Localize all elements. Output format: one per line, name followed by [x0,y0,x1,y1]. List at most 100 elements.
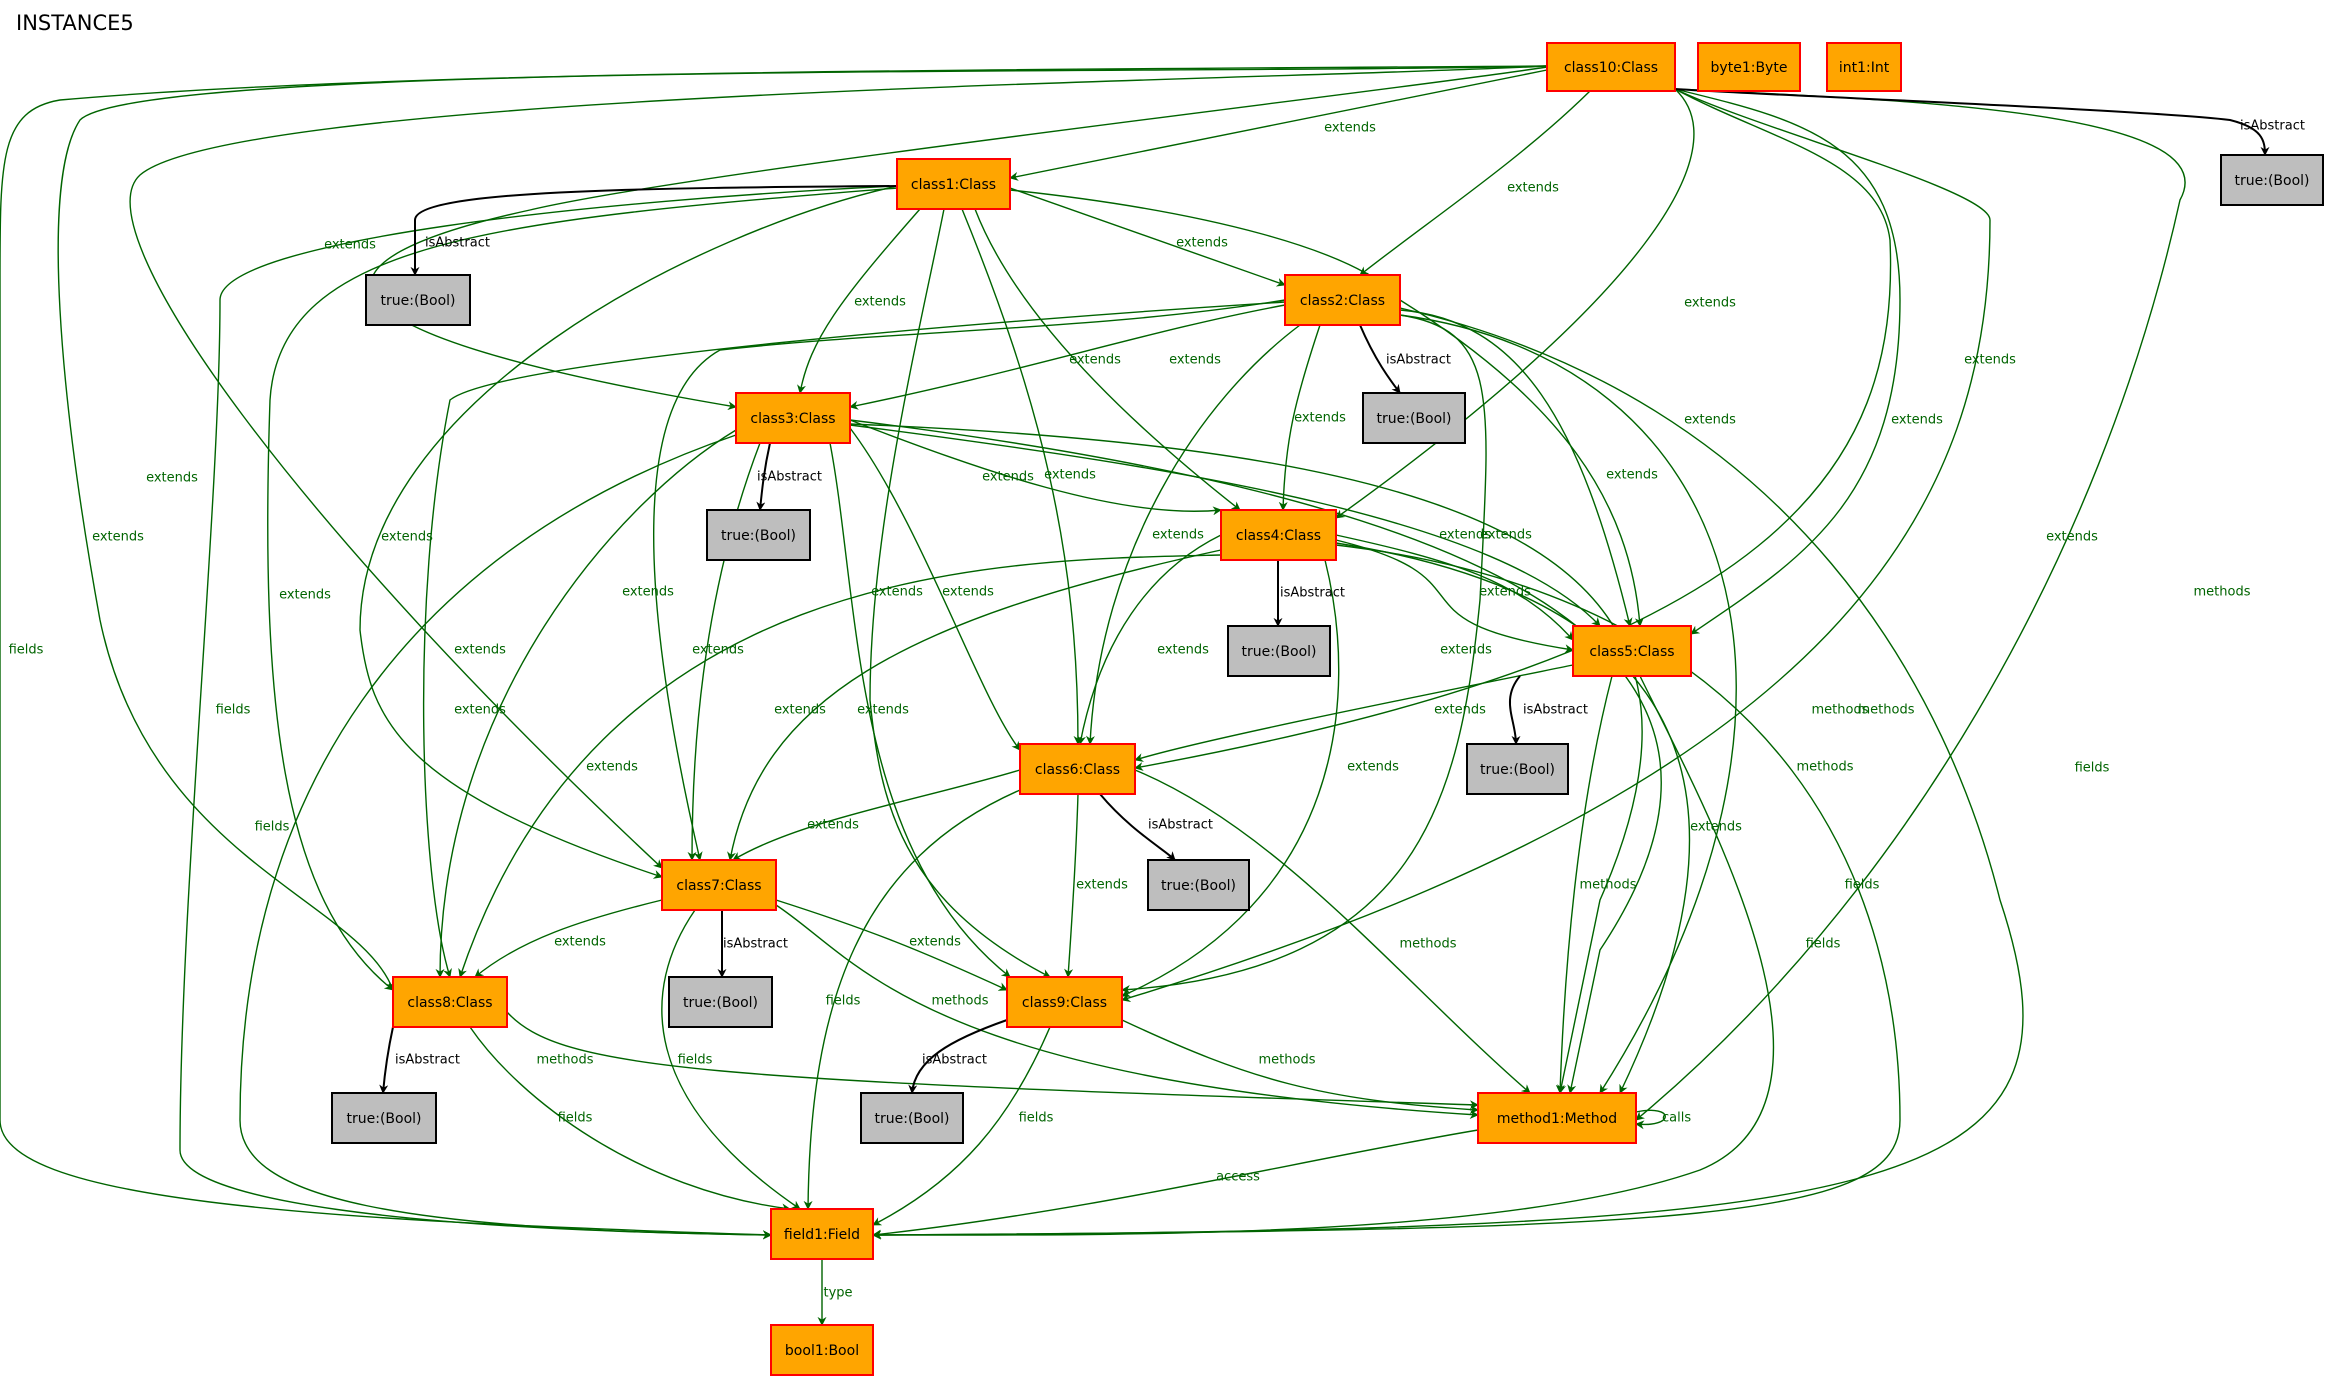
extends-edge-label: extends [807,818,859,833]
extends-edge-label: extends [324,238,376,253]
isabstract-edge-label: isAbstract [1523,703,1588,718]
extends-edge-line [422,301,1286,978]
extends-edge-label: extends [1169,353,1221,368]
extends-edge-label: extends [586,760,638,775]
object-node-class2[interactable]: class2:Class [1284,274,1401,326]
value-node[interactable]: true:(Bool) [1147,859,1250,911]
object-node-class8[interactable]: class8:Class [392,976,508,1028]
extends-edge-label: extends [1480,528,1532,543]
object-node-label: class6:Class [1035,762,1120,778]
value-node-box [1466,743,1569,795]
isabstract-edge-label: isAbstract [1148,818,1213,833]
object-node-int1[interactable]: int1:Int [1826,42,1902,92]
value-node-label: true:(Bool) [1480,762,1555,778]
value-node[interactable]: true:(Bool) [706,509,811,561]
extends-edge-line [1134,88,1892,771]
extends-edge-label: extends [1324,121,1376,136]
object-node-class6[interactable]: class6:Class [1019,743,1136,795]
extends-edge: extends [1674,88,2016,635]
fields-edge: fields [872,544,1901,1240]
object-node-box [1572,625,1692,677]
extends-edge: extends [1121,88,2098,1002]
fields-edge-line [661,909,801,1210]
value-node[interactable]: true:(Bool) [365,274,471,326]
value-node[interactable]: true:(Bool) [668,976,773,1028]
fields-edge-label: fields [558,1111,593,1126]
object-node-label: class5:Class [1589,644,1674,660]
value-node-label: true:(Bool) [875,1111,950,1127]
value-node-box [1362,392,1466,444]
extends-edge: extends [324,66,1548,411]
extends-edge: extends [1085,324,1301,745]
object-node-class7[interactable]: class7:Class [661,859,777,911]
object-node-class9[interactable]: class9:Class [1006,976,1123,1028]
value-node-box [1147,859,1250,911]
extends-edge: extends [797,208,921,394]
object-node-class5[interactable]: class5:Class [1572,625,1692,677]
fields-edge-line [872,675,1775,1240]
isabstract-edge-line [756,442,771,511]
extends-edge-label: extends [1157,643,1209,658]
value-node[interactable]: true:(Bool) [1466,743,1569,795]
methods-edge-line [1134,769,1531,1094]
object-node-box [1826,42,1902,92]
methods-edge-label: methods [1858,703,1915,718]
value-node[interactable]: true:(Bool) [860,1092,964,1144]
fields-edge-label: fields [1845,878,1880,893]
isabstract-edge-line [410,185,898,276]
extends-edge-label: extends [871,585,923,600]
fields-edge-line [872,1026,1051,1226]
object-node-label: class10:Class [1564,60,1658,76]
object-node-label: class2:Class [1300,293,1385,309]
calls-edge-label: calls [1662,1111,1691,1126]
extends-edge: extends [1335,528,1574,654]
extends-edge-line [974,208,1241,511]
extends-edge-label: extends [1152,528,1204,543]
object-node-byte1[interactable]: byte1:Byte [1697,42,1801,92]
value-node[interactable]: true:(Bool) [331,1092,437,1144]
extends-edge: extends [961,208,1096,745]
value-node[interactable]: true:(Bool) [1362,392,1466,444]
value-node[interactable]: true:(Bool) [2220,154,2324,206]
extends-edge: extends [622,299,1286,861]
isabstract-edge-line [1509,675,1521,745]
object-node-class1[interactable]: class1:Class [896,158,1011,210]
extends-edge: extends [435,429,737,978]
extends-edge: extends [1359,90,1591,276]
extends-edge-line [687,442,761,861]
object-node-method1[interactable]: method1:Method [1477,1092,1637,1144]
object-node-box [1477,1092,1637,1144]
extends-edge: extends [1278,324,1346,511]
isabstract-edge-line [1099,793,1176,861]
isabstract-edge-label: isAbstract [1386,353,1451,368]
extends-edge-label: extends [1440,643,1492,658]
value-node[interactable]: true:(Bool) [1227,625,1331,677]
object-node-class4[interactable]: class4:Class [1220,509,1337,561]
fields-edge-line [239,434,772,1240]
object-node-box [1546,42,1676,92]
isabstract-edge: isAbstract [1273,560,1345,627]
fields-edge-label: fields [9,643,44,658]
methods-edge-label: methods [1797,760,1854,775]
extends-edge-label: extends [454,643,506,658]
methods-edge: methods [1635,88,2251,1121]
methods-edge-line [1399,314,1737,1094]
object-node-field1[interactable]: field1:Field [770,1208,874,1260]
extends-edge-line [829,442,1011,978]
object-node-class10[interactable]: class10:Class [1546,42,1676,92]
isabstract-edge-label: isAbstract [723,937,788,952]
object-node-box [1019,743,1136,795]
fields-edge-label: fields [1019,1111,1054,1126]
object-node-bool1[interactable]: bool1:Bool [770,1324,874,1376]
object-node-label: int1:Int [1839,60,1890,76]
extends-edge: extends [1009,187,1286,287]
extends-edge-label: extends [942,585,994,600]
methods-edge-line [1121,1019,1479,1114]
access-edge: access [872,1129,1479,1239]
object-node-label: class4:Class [1236,528,1321,544]
object-node-class3[interactable]: class3:Class [735,392,851,444]
extends-edge-label: extends [1347,760,1399,775]
extends-edge: extends [1121,559,1399,997]
object-node-box [896,158,1011,210]
extends-edge: extends [849,423,1742,1094]
